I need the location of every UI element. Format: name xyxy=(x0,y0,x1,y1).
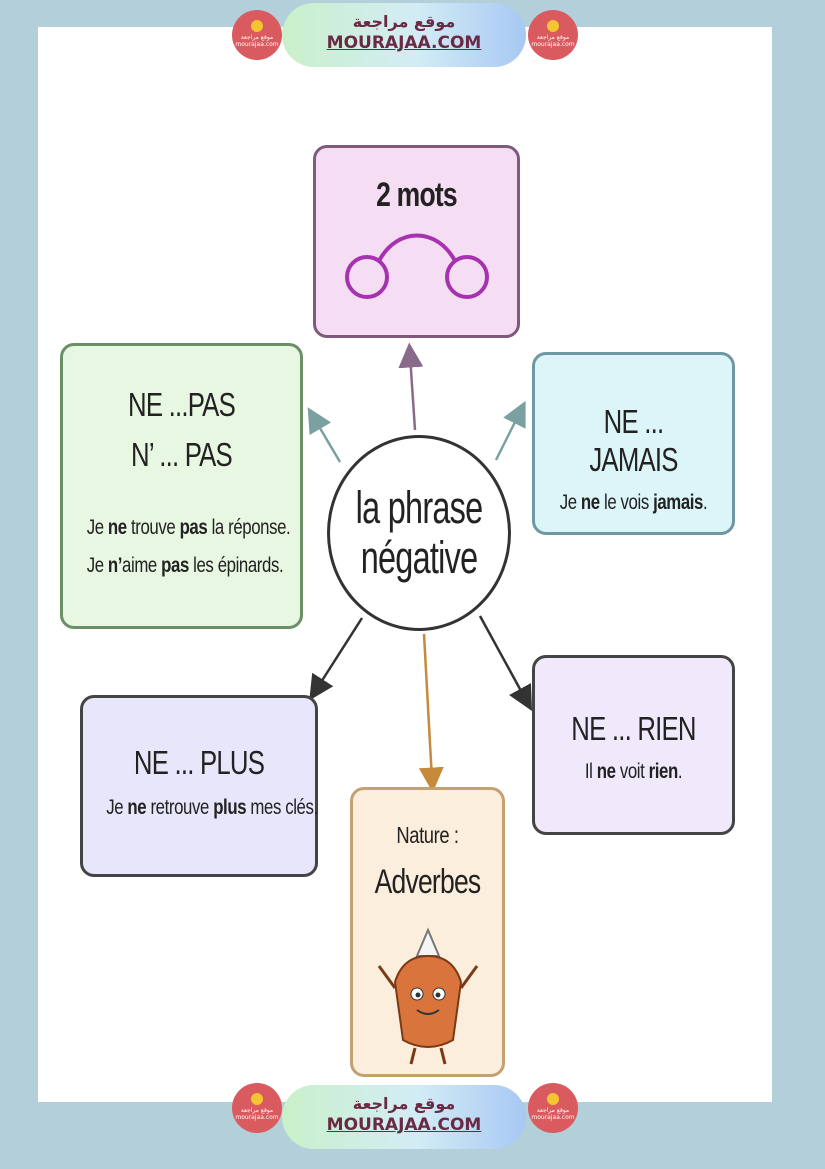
center-line-2: négative xyxy=(360,532,478,583)
logo-icon: موقع مراجعة mourajaa.com xyxy=(528,10,578,60)
ne-pas-example-1: Je ne trouve pas la réponse. xyxy=(86,516,291,539)
arrow-to-plus xyxy=(309,617,364,701)
box-ne-rien: NE ... RIEN Il ne voit rien. xyxy=(532,655,735,835)
watermark-latin: MOURAJAA.COM xyxy=(326,33,482,53)
arrow-to-left xyxy=(307,407,342,463)
n-pas-title: N’ ... PAS xyxy=(131,436,233,473)
watermark-banner-top[interactable]: موقع مراجعة MOURAJAA.COM xyxy=(282,3,526,67)
ne-rien-title: NE ... RIEN xyxy=(571,710,696,747)
ne-jamais-example: Je ne le vois jamais. xyxy=(559,491,708,514)
box-nature: Nature : Adverbes xyxy=(350,787,505,1077)
logo-icon: موقع مراجعة mourajaa.com xyxy=(232,1083,282,1133)
box-ne-jamais: NE ... JAMAIS Je ne le vois jamais. xyxy=(532,352,735,535)
box-ne-plus: NE ... PLUS Je ne retrouve plus mes clés… xyxy=(80,695,318,877)
center-node: la phrase négative xyxy=(327,435,511,631)
watermark-arabic: موقع مراجعة xyxy=(352,1094,456,1113)
arrow-to-top xyxy=(398,342,424,431)
arrow-to-right xyxy=(494,400,526,461)
watermark-banner-bottom[interactable]: موقع مراجعة MOURAJAA.COM xyxy=(282,1085,526,1149)
ne-plus-title: NE ... PLUS xyxy=(133,744,265,781)
ne-rien-example: Il ne voit rien. xyxy=(584,760,683,783)
two-words-title: 2 mots xyxy=(376,176,458,214)
watermark-arabic: موقع مراجعة xyxy=(352,12,456,31)
logo-icon: موقع مراجعة mourajaa.com xyxy=(528,1083,578,1133)
liaison-icon xyxy=(344,233,489,299)
arrow-to-nature xyxy=(418,633,444,793)
center-line-1: la phrase xyxy=(355,482,484,533)
arrow-to-rien xyxy=(478,615,533,711)
ne-jamais-title: NE ... JAMAIS xyxy=(589,403,678,478)
ne-pas-example-2: Je n’aime pas les épinards. xyxy=(86,554,284,577)
nature-label: Nature : xyxy=(396,822,459,848)
ne-plus-example: Je ne retrouve plus mes clés. xyxy=(106,796,318,819)
nature-value: Adverbes xyxy=(374,863,482,901)
logo-icon: موقع مراجعة mourajaa.com xyxy=(232,10,282,60)
ne-pas-title: NE ...PAS xyxy=(128,386,236,423)
watermark-latin: MOURAJAA.COM xyxy=(326,1115,482,1135)
box-ne-pas: NE ...PAS N’ ... PAS Je ne trouve pas la… xyxy=(60,343,303,629)
adverb-mascot-icon xyxy=(377,927,478,1065)
box-two-words: 2 mots xyxy=(313,145,520,338)
